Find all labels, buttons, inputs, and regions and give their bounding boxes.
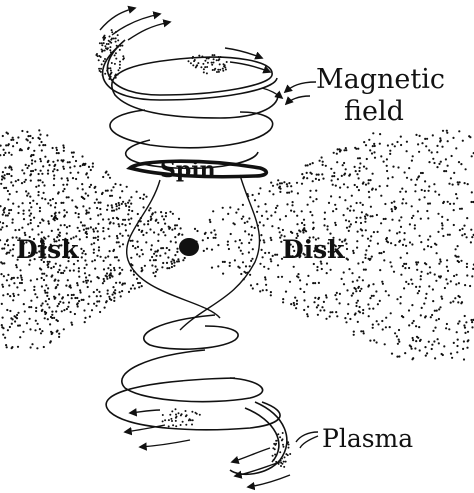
plasma-label: Plasma (322, 424, 413, 453)
funnel-outline (125, 174, 261, 331)
magnetic-field-label-line1: Magnetic (316, 64, 445, 95)
spin-ring (126, 159, 269, 179)
disk-right-label: Disk (282, 235, 345, 264)
disk-right-stipple (193, 129, 474, 361)
plasma-stipple (95, 29, 292, 468)
lower-helix (105, 314, 288, 476)
spin-label: Spin (160, 157, 216, 183)
disk-left-label: Disk (16, 235, 79, 264)
magnetic-field-label-line2: field (344, 96, 404, 127)
upper-helix (101, 39, 279, 170)
disk-left-stipple (0, 129, 186, 350)
label-pointers (283, 81, 319, 449)
black-hole (179, 238, 199, 256)
field-arrows (99, 5, 291, 491)
